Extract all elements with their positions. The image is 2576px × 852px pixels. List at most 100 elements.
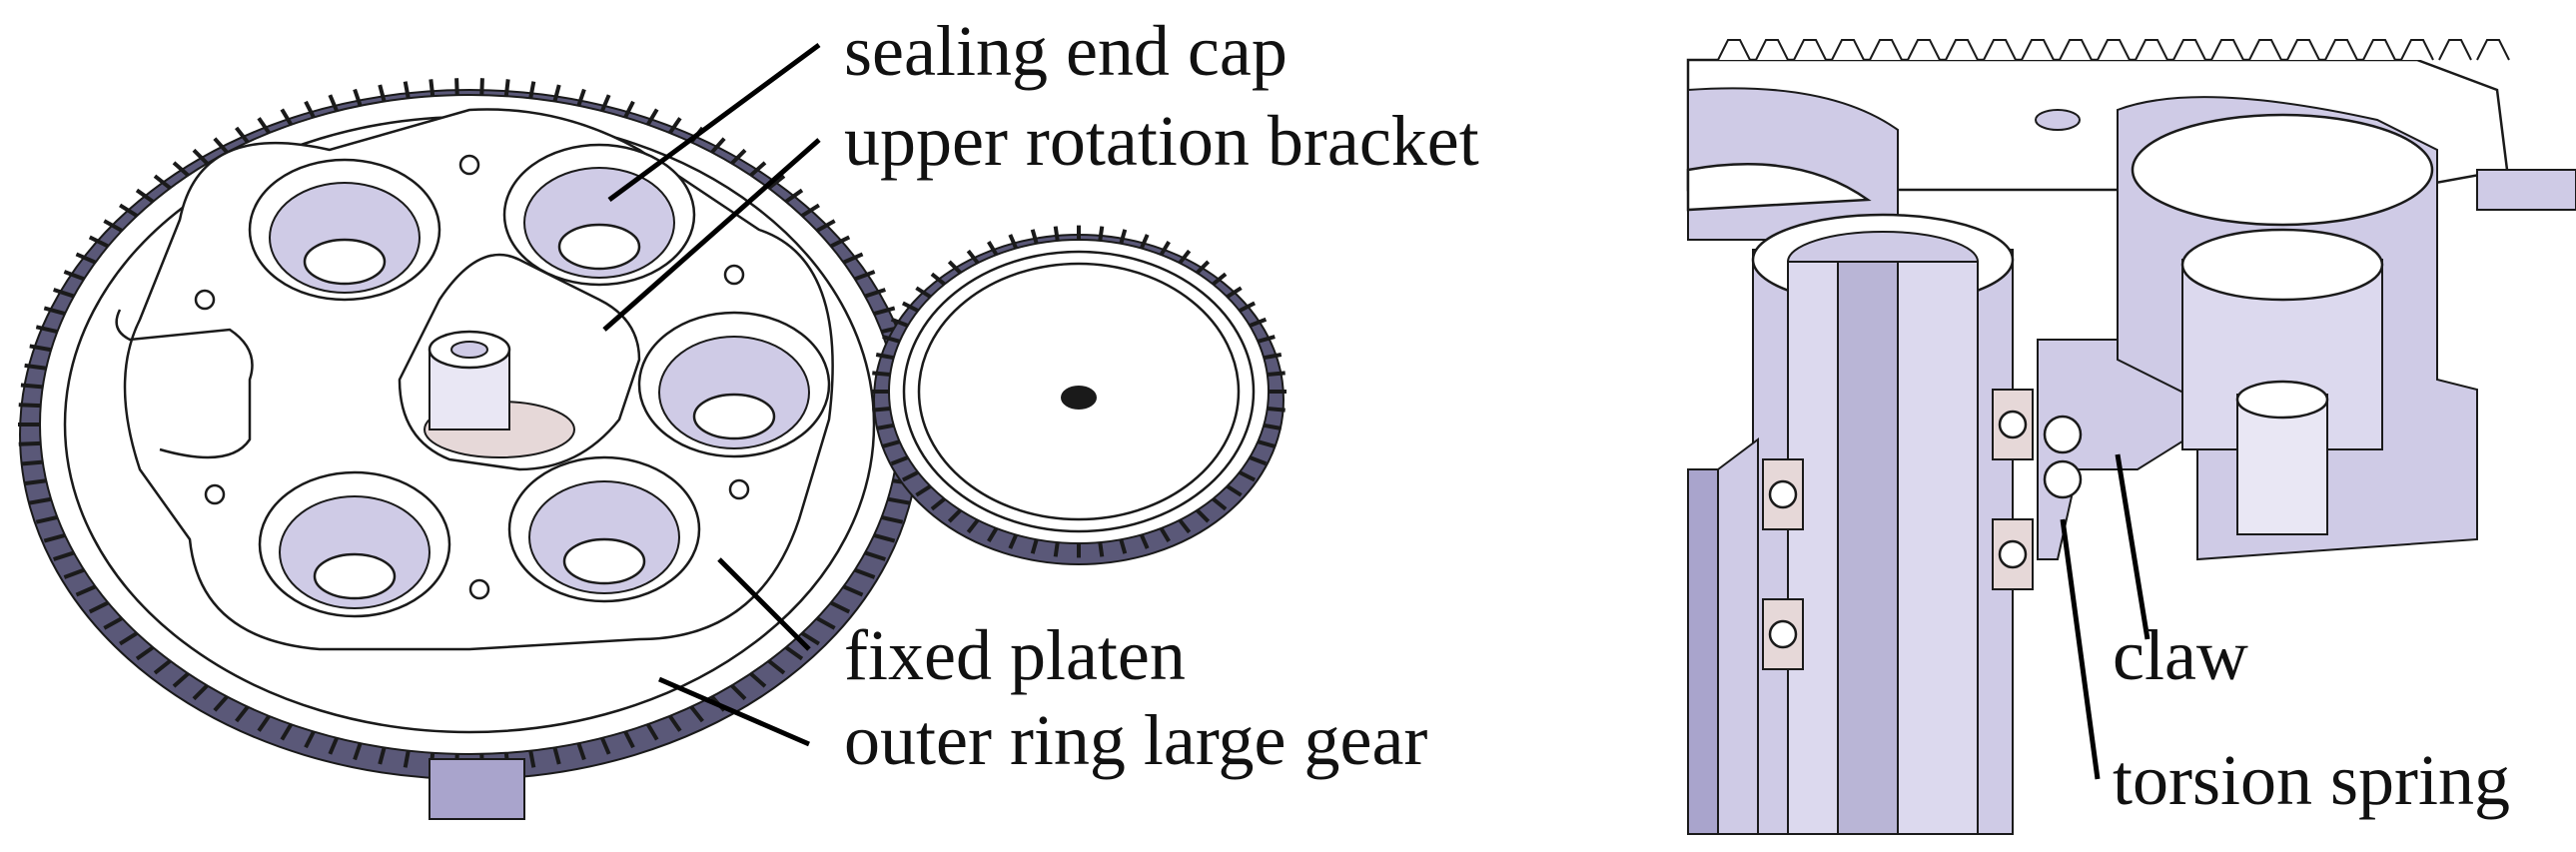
rim-tooth [2286,39,2320,61]
label-upper-rotation-bracket: upper rotation bracket [844,101,1479,181]
label-torsion-spring: torsion spring [2113,740,2510,820]
gear-tooth [854,270,876,282]
gear-tooth [35,515,58,524]
gear-tooth [576,742,586,761]
gear-tooth [1159,526,1171,542]
gear-tooth [429,79,435,97]
gear-tooth [1008,533,1019,549]
gear-tooth [872,371,891,377]
rim-tooth [2021,39,2055,61]
gear-tooth [800,631,820,646]
small-gear-teeth [871,225,1287,558]
gear-tooth [864,288,886,299]
gear-tooth [730,148,747,166]
gear-tooth [304,730,316,749]
bearings [1762,389,2034,670]
gear-tooth [966,249,980,265]
gear-tooth [503,79,510,97]
gear-tooth [1226,484,1243,497]
gear-tooth [623,100,635,119]
gear-tooth [43,532,66,543]
rim-tooth [2097,39,2131,61]
gear-tooth [966,518,980,534]
gear-tooth [1178,518,1192,534]
gear-tooth [192,683,209,701]
gear-tooth [119,631,139,646]
gear-tooth [887,496,910,505]
gear-tooth [930,272,946,287]
gear-tooth [172,671,190,688]
gear-tooth [63,567,85,579]
gear-tooth [1226,286,1243,299]
gear-tooth [915,484,932,497]
small-gear [871,225,1287,565]
central-shaft [1751,213,2015,835]
gear-tooth [528,81,536,99]
gear-tooth [749,671,767,688]
gear-tooth [1212,272,1228,287]
gear-tooth [353,88,363,107]
gear-tooth [103,219,124,233]
gear-tooth [1238,301,1257,313]
gear-tooth [103,616,124,630]
gear-tooth [987,526,999,542]
gear-tooth [353,742,363,761]
rim-tooth [2438,39,2472,61]
gear-tooth [842,252,864,265]
gear-tooth [213,137,229,154]
callout-labels: sealing end cap upper rotation bracket f… [844,11,2510,820]
rim-tooth [2059,39,2093,61]
rim-tooth [1983,39,2017,61]
gear-tooth [53,550,75,561]
gear-tooth [882,439,901,448]
gear-tooth [280,108,294,126]
gear-tooth [454,78,459,96]
right-cup-section [2117,96,2576,561]
label-sealing-end-cap: sealing end cap [844,11,1288,91]
rim-tooth [2362,39,2396,61]
gear-tooth [88,600,110,614]
gear-tooth [135,645,155,661]
gear-assembly-view [18,78,1287,820]
gear-tooth [1267,407,1286,413]
cup-right [637,311,831,458]
gear-tooth [1249,317,1268,328]
gear-tooth [153,174,172,190]
gear-tooth [235,126,250,144]
gear-tooth [915,286,932,299]
gear-tooth [1030,538,1039,554]
gear-tooth [842,584,864,597]
gear-tooth [730,683,747,701]
gear-tooth [784,645,804,661]
gear-tooth [172,161,190,178]
gear-tooth [53,288,75,299]
gear-tooth [328,94,339,112]
gear-tooth [645,723,659,741]
gear-tooth [873,306,896,317]
gear-tooth [1196,508,1211,523]
gear-tooth [528,750,536,768]
gear-tooth [947,508,962,523]
gear-tooth [600,94,611,112]
rim-tooth [2210,39,2244,61]
gear-tooth [1139,533,1150,549]
gear-tooth [403,81,411,99]
gear-tooth [1119,229,1128,245]
gear-tooth [403,750,411,768]
gear-tooth [192,148,209,166]
cutaway-section-view [1686,39,2576,835]
gear-tooth [280,723,294,741]
gear-tooth [710,137,726,154]
gear-tooth [35,325,58,334]
gear-tooth [1098,226,1105,242]
rim-tooth [1907,39,1941,61]
gear-tooth [815,616,836,630]
cup-top-right [502,143,696,287]
gear-tooth [1267,371,1286,377]
gear-tooth [901,470,920,482]
gear-tooth [479,78,484,96]
gear-tooth [135,188,155,204]
gear-tooth [1249,455,1268,466]
gear-tooth [257,117,271,135]
gear-tooth [872,407,891,413]
